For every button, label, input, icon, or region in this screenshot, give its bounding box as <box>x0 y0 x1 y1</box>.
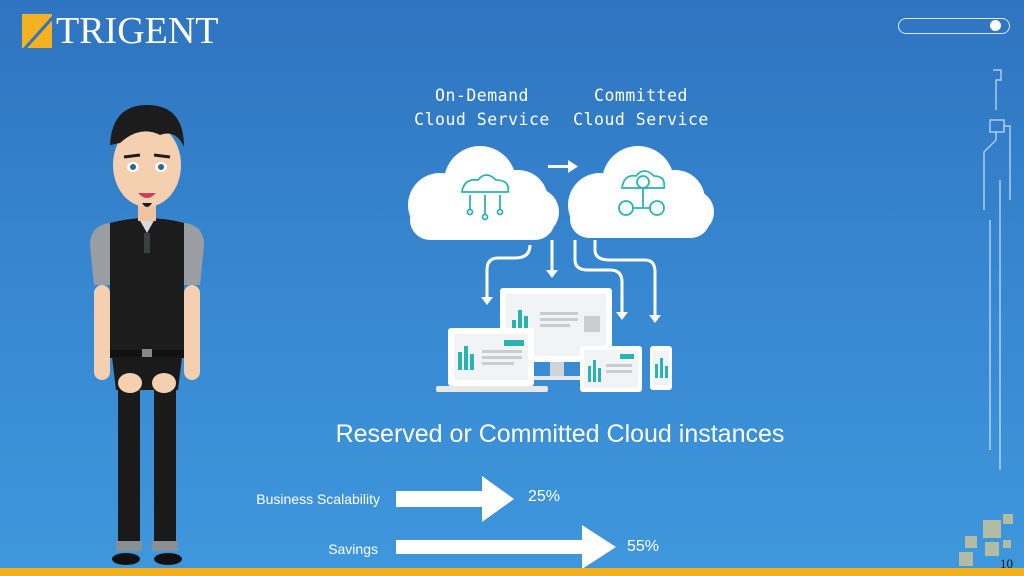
metric-value-scalability: 25% <box>528 488 561 505</box>
logo-text: TRIGENT <box>56 10 219 52</box>
businessman-character-image <box>90 105 204 565</box>
headline: Reserved or Committed Cloud instances <box>335 420 785 448</box>
network-cloud-icon <box>460 174 510 221</box>
toggle-switch[interactable] <box>898 18 1010 34</box>
committed-label-line2: Cloud Service <box>573 110 709 129</box>
trigent-logo: TRIGENT <box>22 10 219 52</box>
bottom-accent-bar <box>0 568 1024 576</box>
committed-label: Committed Cloud Service <box>566 84 716 132</box>
circuit-decoration <box>983 69 1011 470</box>
toggle-knob[interactable] <box>990 20 1001 31</box>
committed-cloud-icon <box>568 146 714 238</box>
on-demand-label-line1: On-Demand <box>435 86 529 105</box>
down-arrows <box>485 240 657 315</box>
phone-icon <box>650 346 672 390</box>
page-number: 10 <box>1000 556 1013 571</box>
on-demand-label: On-Demand Cloud Service <box>408 84 556 132</box>
metric-label-scalability: Business Scalability <box>256 491 380 507</box>
committed-label-line1: Committed <box>594 86 688 105</box>
arrow-right-icon <box>548 160 578 173</box>
on-demand-cloud-icon <box>408 146 559 240</box>
dollar-cloud-icon <box>618 170 666 216</box>
laptop-icon <box>436 328 548 392</box>
cloud-diagram <box>408 146 714 392</box>
tablet-icon <box>580 346 642 392</box>
metric-label-savings: Savings <box>328 541 378 557</box>
scalability-arrow-icon <box>396 476 514 522</box>
savings-arrow-icon <box>396 525 616 569</box>
on-demand-label-line2: Cloud Service <box>414 110 550 129</box>
metric-value-savings: 55% <box>627 538 660 555</box>
logo-mark-icon <box>22 14 52 48</box>
pixel-decoration <box>959 514 1013 566</box>
